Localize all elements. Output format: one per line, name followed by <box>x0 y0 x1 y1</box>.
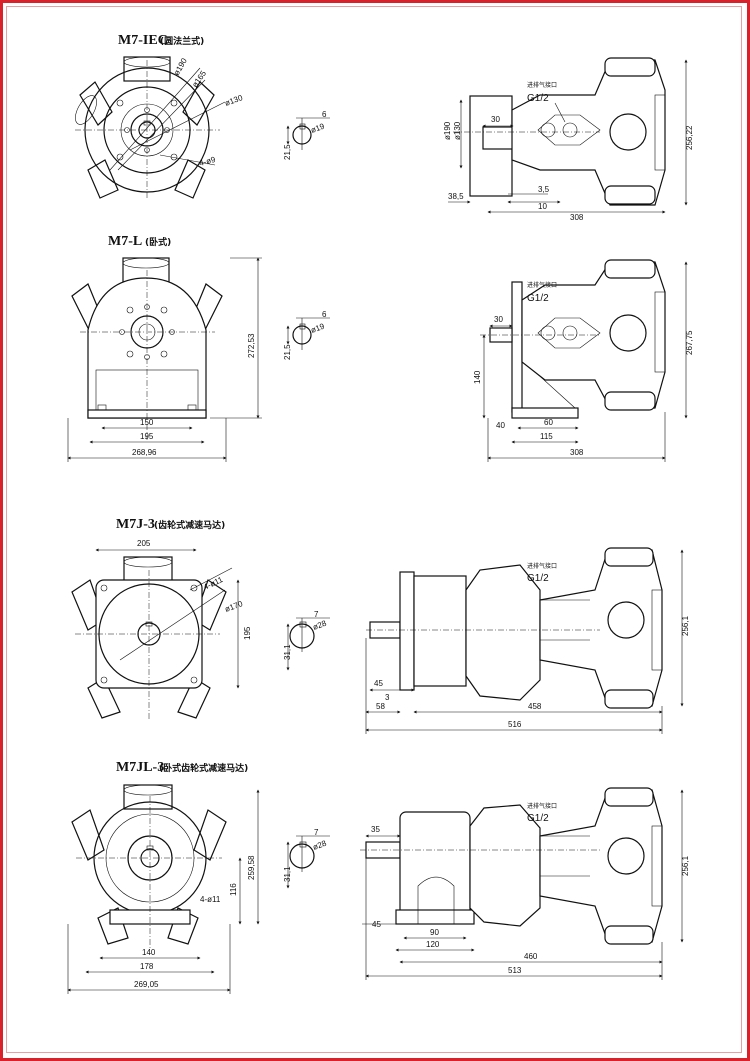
dim-front-3: 4-ø11 <box>200 895 221 904</box>
dim-front-4: 4-ø9 <box>198 155 217 168</box>
dim-front-3: ø170 <box>224 599 245 614</box>
section-m7-l: M7-L (卧式) 150 195 268,96 <box>67 234 694 462</box>
front-view-m7-l: 150 195 268,96 272,53 <box>67 257 262 462</box>
dim-front-4: 195 <box>243 626 252 640</box>
model-title: M7J-3 <box>116 517 155 532</box>
port-label-cn: 进排气接口 <box>527 81 557 89</box>
dim-side-5: 115 <box>540 432 553 441</box>
dim-front-2: ø165 <box>190 69 208 90</box>
model-title: M7JL-3 <box>116 760 164 775</box>
dim-side-5: 516 <box>508 720 522 729</box>
dim-front-5: 178 <box>140 962 154 971</box>
dim-key-2: ø19 <box>310 322 327 335</box>
side-view-m7j-3: 进排气接口 G1/2 45 3 58 458 516 256,1 <box>365 547 690 734</box>
dim-key-3: 21,5 <box>283 144 292 160</box>
section-m7jl-3: M7JL-3 (卧式齿轮式减速马达) 259,58 116 4-ø11 140 <box>67 760 690 994</box>
port-label-cn: 进排气接口 <box>527 562 557 570</box>
dim-side-4: 3,5 <box>538 185 550 194</box>
dim-key-1: 7 <box>314 610 319 619</box>
dim-side-4: 458 <box>528 702 542 711</box>
model-subtitle: (圆法兰式) <box>160 35 204 47</box>
key-detail-m7j-3: 7 ø28 31,1 <box>283 610 330 671</box>
side-view-m7-l: 进排气接口 G1/2 30 140 40 60 115 308 267,75 <box>473 259 694 462</box>
dim-front-1: 259,58 <box>247 855 256 880</box>
dim-side-1: 45 <box>374 679 383 688</box>
key-detail-m7-iec: 6 ø19 21,5 <box>283 110 330 160</box>
dim-side-1: ø190 <box>443 121 452 140</box>
dim-key-3: 31,1 <box>283 644 292 660</box>
dim-front-4: 272,53 <box>247 333 256 358</box>
dim-key-3: 31,1 <box>283 866 292 882</box>
dim-side-2: ø130 <box>453 121 462 140</box>
side-view-m7-iec: 进排气接口 G1/2 ø190 ø130 30 3,5 10 38,5 308 … <box>443 57 694 222</box>
dim-side-2: 3 <box>385 693 390 702</box>
port-label: G1/2 <box>527 573 549 584</box>
dim-front-4: 140 <box>142 948 156 957</box>
dim-front-1: 150 <box>140 418 154 427</box>
dim-key-1: 7 <box>314 828 319 837</box>
front-view-m7j-3: 205 4-ø11 ø170 195 <box>71 539 252 720</box>
dim-side-3: 58 <box>376 702 385 711</box>
model-title: M7-IEC <box>118 33 168 48</box>
dim-side-7: 267,75 <box>685 330 694 355</box>
port-label-cn: 进排气接口 <box>527 802 557 810</box>
front-view-m7-iec: ø190 ø165 ø130 4-ø9 <box>75 56 245 200</box>
dim-side-7: 308 <box>570 213 584 222</box>
port-label: G1/2 <box>527 93 549 104</box>
key-detail-m7-l: 6 ø19 21,5 <box>283 310 330 360</box>
dim-side-2: 140 <box>473 370 482 384</box>
front-view-m7jl-3: 259,58 116 4-ø11 140 178 269,05 <box>67 784 260 994</box>
dim-side-4: 120 <box>426 940 440 949</box>
dim-key-2: ø19 <box>310 122 327 135</box>
dim-key-2: ø28 <box>312 619 329 632</box>
dim-side-6: 308 <box>570 448 584 457</box>
port-label: G1/2 <box>527 813 549 824</box>
dim-front-6: 269,05 <box>134 980 159 989</box>
model-subtitle: (齿轮式减速马达) <box>154 519 225 531</box>
section-m7-iec: M7-IEC (圆法兰式) ø190 <box>75 33 694 222</box>
dim-side-7: 256,1 <box>681 855 690 876</box>
dim-front-2: 116 <box>229 883 238 896</box>
dim-side-1: 35 <box>371 825 380 834</box>
model-subtitle: (卧式) <box>145 236 171 248</box>
dim-front-3: ø130 <box>224 93 245 108</box>
dim-side-5: 10 <box>538 202 547 211</box>
model-subtitle: (卧式齿轮式减速马达) <box>159 762 248 774</box>
dim-side-1: 30 <box>494 315 503 324</box>
dim-side-4: 60 <box>544 418 553 427</box>
port-label: G1/2 <box>527 293 549 304</box>
key-detail-m7jl-3: 7 ø28 31,1 <box>283 828 330 889</box>
dim-side-8: 256,22 <box>685 125 694 150</box>
model-title: M7-L <box>108 234 142 249</box>
dim-key-1: 6 <box>322 310 327 319</box>
dim-side-3: 40 <box>496 421 505 430</box>
dim-side-6: 256,1 <box>681 615 690 636</box>
dim-side-6: 38,5 <box>448 192 464 201</box>
dim-front-1: ø190 <box>172 56 189 77</box>
dim-side-3: 90 <box>430 928 439 937</box>
dim-side-5: 460 <box>524 952 538 961</box>
dim-side-6: 513 <box>508 966 522 975</box>
dim-side-3: 30 <box>491 115 500 124</box>
section-m7j-3: M7J-3 (齿轮式减速马达) 205 4-ø11 ø170 195 <box>71 517 690 734</box>
dim-key-1: 6 <box>322 110 327 119</box>
dim-key-2: ø28 <box>312 839 329 852</box>
dim-front-1: 205 <box>137 539 151 548</box>
port-label-cn: 进排气接口 <box>527 281 557 289</box>
side-view-m7jl-3: 进排气接口 G1/2 35 45 90 120 460 513 256,1 <box>360 787 690 980</box>
dim-front-3: 268,96 <box>132 448 157 457</box>
dim-front-2: 195 <box>140 432 154 441</box>
dim-key-3: 21,5 <box>283 344 292 360</box>
dim-side-2: 45 <box>372 920 381 929</box>
